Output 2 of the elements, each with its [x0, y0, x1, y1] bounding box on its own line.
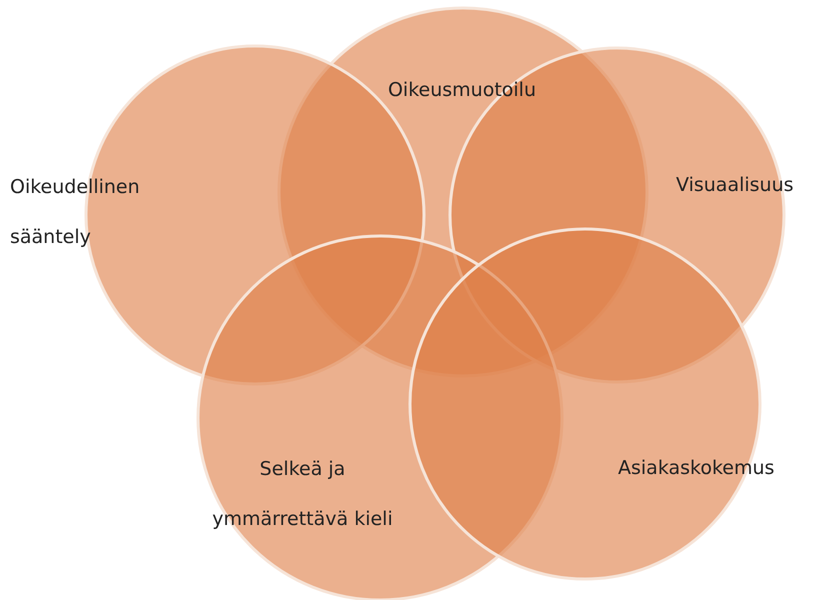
circle-label: Oikeudellinen sääntely — [10, 175, 141, 250]
circle-label: Oikeusmuotoilu — [386, 78, 538, 103]
